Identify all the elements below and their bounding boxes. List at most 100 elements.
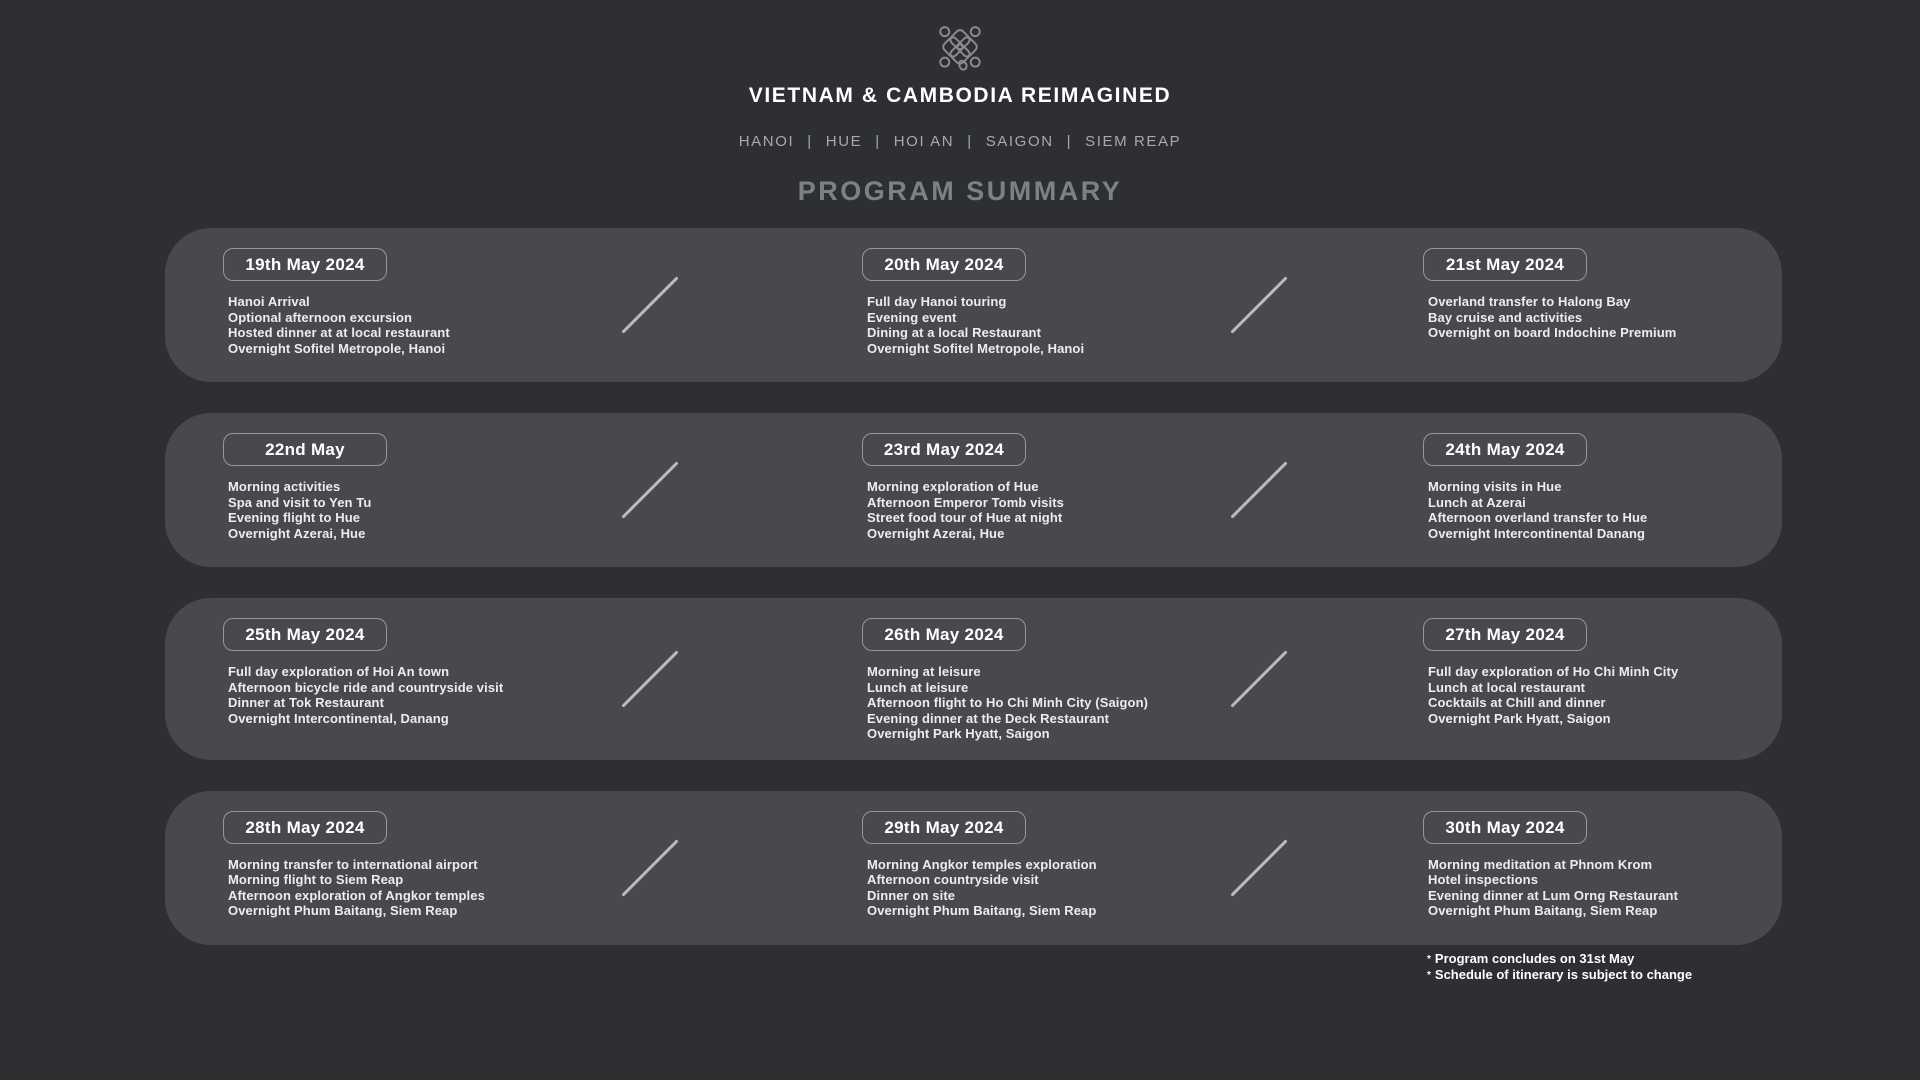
- date-badge: 27th May 2024: [1423, 618, 1587, 651]
- day-item: Overnight Azerai, Hue: [228, 525, 366, 541]
- day-item: Hotel inspections: [1428, 872, 1539, 887]
- date-badge: 28th May 2024: [223, 810, 387, 844]
- day-item: Afternoon flight to Ho Chi Minh City (Sa…: [867, 695, 1149, 710]
- footnote-text: Program concludes on 31st May: [1434, 951, 1635, 966]
- day-item: Optional afternoon excursion: [228, 309, 413, 325]
- day-item: Street food tour of Hue at night: [867, 510, 1063, 525]
- destination-separator: |: [875, 133, 881, 150]
- day-item: Evening dinner at the Deck Restaurant: [867, 710, 1110, 726]
- day-item: Morning activities: [228, 479, 341, 494]
- day-item: Afternoon exploration of Angkor temples: [228, 887, 485, 903]
- day-item: Full day exploration of Hoi An town: [228, 664, 450, 679]
- destination-hoi-an: HOI AN: [893, 133, 955, 150]
- date-badge: 30th May 2024: [1423, 810, 1587, 844]
- date-badge: 23rd May 2024: [862, 433, 1026, 466]
- day-item: Hanoi Arrival: [228, 294, 310, 309]
- destinations-nav: HANOI | HUE | HOI AN | SAIGON | SIEM REAP: [0, 133, 1920, 150]
- footnote-asterisk: *: [1427, 970, 1431, 981]
- day-item: Overnight Phum Baitang, Siem Reap: [228, 903, 458, 918]
- header-logo-wrap: [0, 20, 1920, 77]
- footnote: *Schedule of itinerary is subject to cha…: [1427, 967, 1692, 983]
- destination-separator: |: [967, 133, 973, 150]
- date-badge: 22nd May: [223, 433, 387, 466]
- day-item: Overnight Intercontinental, Danang: [228, 710, 449, 726]
- date-badge: 26th May 2024: [862, 618, 1026, 651]
- day-item: Hosted dinner at at local restaurant: [228, 325, 450, 340]
- day-items: Full day exploration of Ho Chi Minh City…: [1423, 664, 1678, 726]
- footnote-text: Schedule of itinerary is subject to chan…: [1434, 967, 1693, 982]
- date-badge: 21st May 2024: [1423, 248, 1587, 281]
- day-item: Overnight Intercontinental Danang: [1428, 525, 1646, 541]
- destination-hue: HUE: [825, 133, 863, 150]
- footnotes: *Program concludes on 31st May*Schedule …: [1427, 951, 1692, 983]
- day-item: Cocktails at Chill and dinner: [1428, 695, 1606, 710]
- day-item: Afternoon bicycle ride and countryside v…: [228, 679, 504, 695]
- date-badge: 24th May 2024: [1423, 433, 1587, 466]
- destination-siem-reap: SIEM REAP: [1085, 133, 1182, 150]
- footnote: *Program concludes on 31st May: [1427, 951, 1692, 967]
- day-item: Morning Angkor temples exploration: [867, 856, 1097, 872]
- day-item: Morning exploration of Hue: [867, 479, 1039, 494]
- day-item: Lunch at leisure: [867, 679, 969, 695]
- day-item: Overnight Phum Baitang, Siem Reap: [867, 903, 1097, 918]
- day-item: Overland transfer to Halong Bay: [1428, 294, 1631, 309]
- day-item: Overnight Sofitel Metropole, Hanoi: [228, 340, 446, 356]
- day-item: Spa and visit to Yen Tu: [228, 494, 372, 510]
- footnote-asterisk: *: [1427, 954, 1431, 965]
- day-item: Dinner at Tok Restaurant: [228, 695, 385, 710]
- day-item: Full day exploration of Ho Chi Minh City: [1428, 664, 1679, 679]
- day-item: Evening dinner at Lum Orng Restaurant: [1428, 887, 1679, 903]
- day-item: Morning meditation at Phnom Krom: [1428, 856, 1653, 872]
- day-item: Afternoon countryside visit: [867, 872, 1039, 887]
- section-title: PROGRAM SUMMARY: [797, 176, 1123, 206]
- day-item: Overnight on board Indochine Premium: [1428, 325, 1677, 340]
- date-badge: 20th May 2024: [862, 248, 1026, 281]
- day-item: Overnight Azerai, Hue: [867, 525, 1005, 541]
- destination-separator: |: [807, 133, 813, 150]
- day-item: Afternoon Emperor Tomb visits: [867, 494, 1064, 510]
- day-item: Morning transfer to international airpor…: [228, 856, 478, 872]
- day-item: Overnight Park Hyatt, Saigon: [867, 726, 1050, 741]
- day-item: Dining at a local Restaurant: [867, 325, 1042, 340]
- day-item: Morning flight to Siem Reap: [228, 872, 404, 887]
- day-item: Full day Hanoi touring: [867, 294, 1007, 309]
- endless-knot-icon: [931, 20, 989, 77]
- date-badge: 29th May 2024: [862, 810, 1026, 844]
- day-item: Dinner on site: [867, 887, 956, 903]
- date-badge: 25th May 2024: [223, 618, 387, 651]
- day-item: Overnight Park Hyatt, Saigon: [1428, 710, 1611, 726]
- destination-saigon: SAIGON: [985, 133, 1054, 150]
- destination-hanoi: HANOI: [738, 133, 795, 150]
- day-item: Bay cruise and activities: [1428, 309, 1583, 325]
- day-item: Evening flight to Hue: [228, 510, 361, 525]
- day-item: Afternoon overland transfer to Hue: [1428, 510, 1648, 525]
- day-item: Overnight Sofitel Metropole, Hanoi: [867, 340, 1085, 356]
- destination-separator: |: [1066, 133, 1073, 150]
- page-title: VIETNAM & CAMBODIA REIMAGINED: [748, 84, 1172, 107]
- day-items: Morning transfer to international airpor…: [223, 857, 485, 919]
